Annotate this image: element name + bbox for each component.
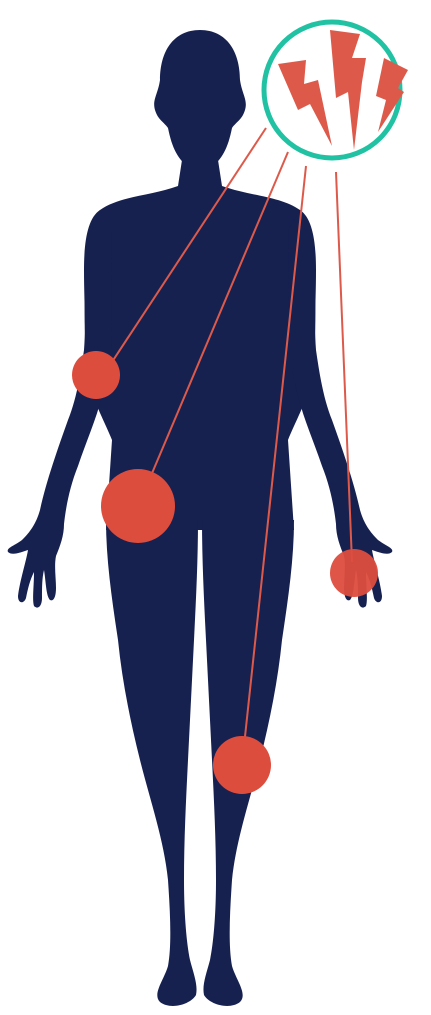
pain-circle-elbow	[72, 351, 120, 399]
pain-circle-hip	[101, 469, 175, 543]
pain-circle-wrist	[330, 549, 378, 597]
pain-circle-knee	[213, 736, 271, 794]
pain-burst-icon	[264, 22, 408, 158]
arm-left	[8, 210, 112, 608]
leg-left	[106, 520, 198, 1006]
head	[154, 30, 246, 168]
body-silhouette	[8, 30, 393, 1006]
